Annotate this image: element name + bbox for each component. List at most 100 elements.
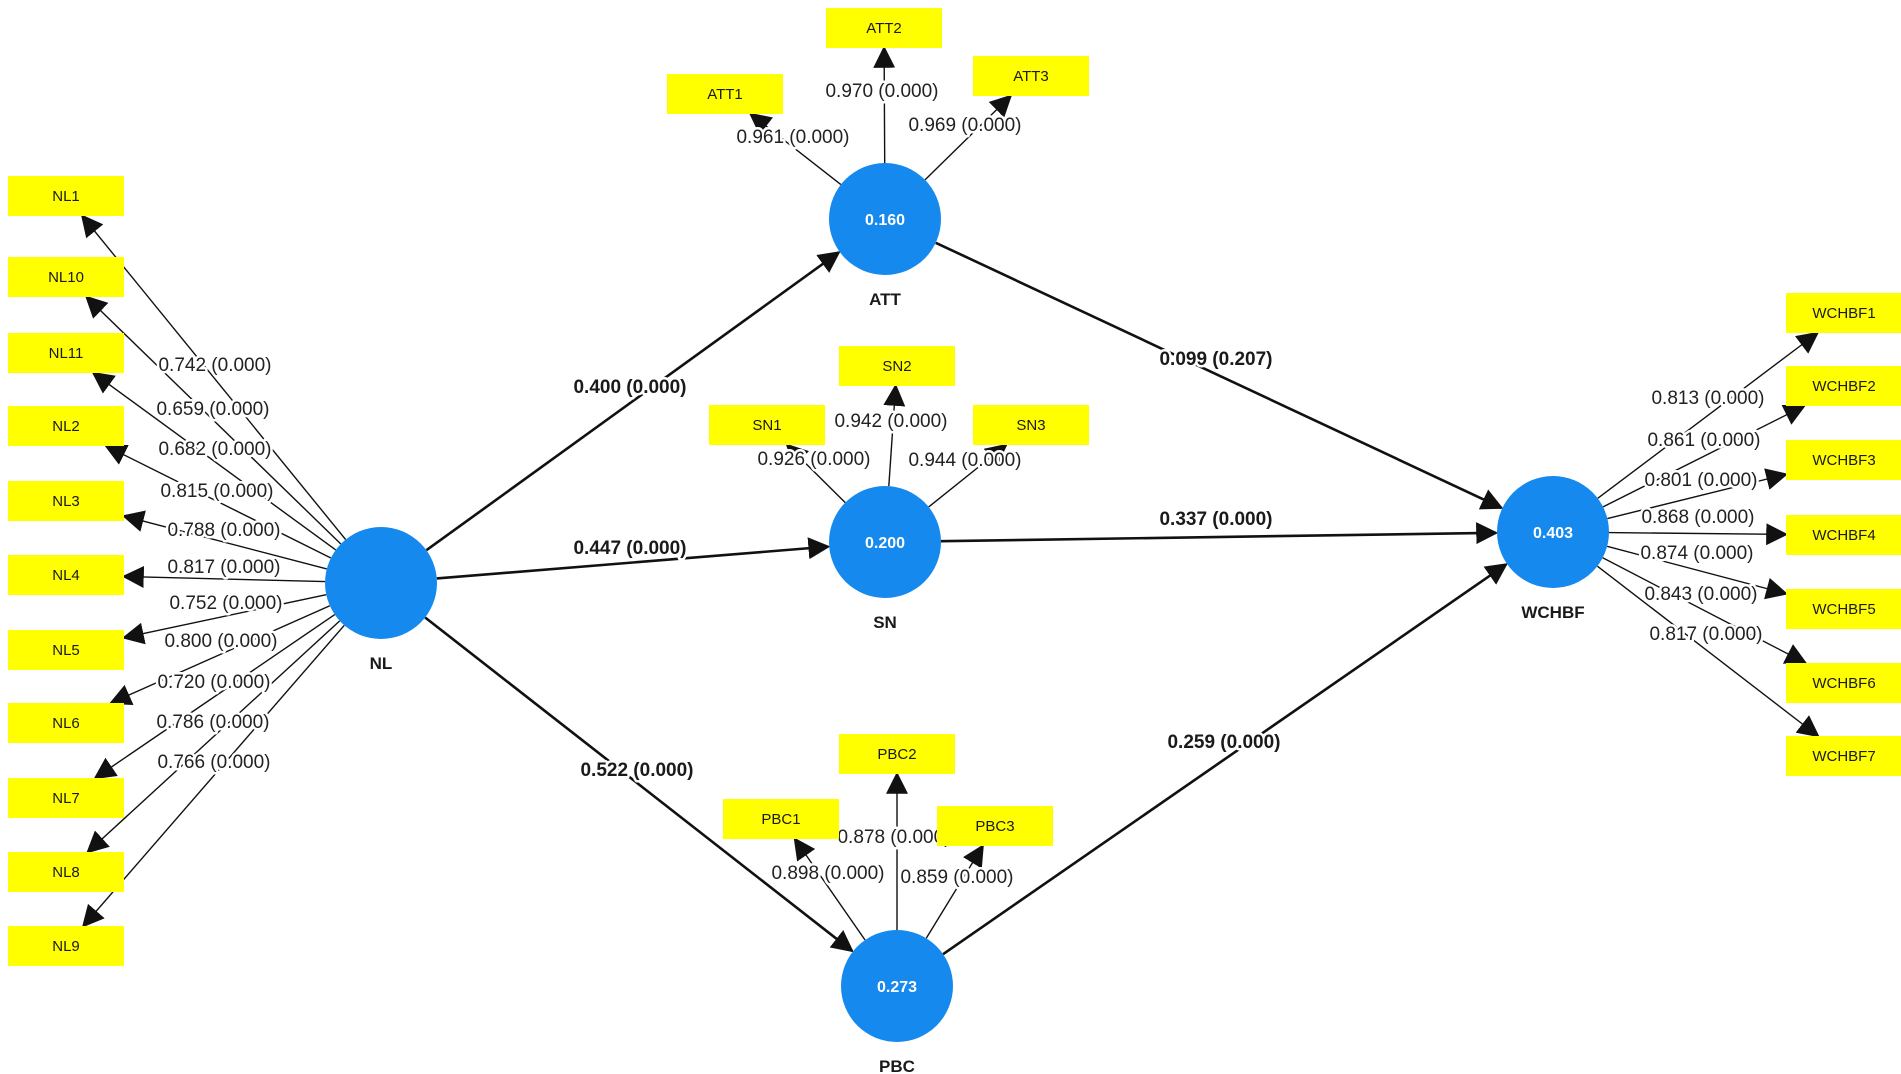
construct-r2-att: 0.160 [865, 212, 905, 229]
loading-label-nl1: 0.742 (0.000) [158, 355, 271, 376]
indicator-label-wchbf5: WCHBF5 [1812, 601, 1875, 618]
loading-label-nl5: 0.752 (0.000) [169, 593, 282, 614]
indicator-box-wchbf1[interactable] [1786, 293, 1901, 333]
loading-label-wchbf1: 0.813 (0.000) [1651, 388, 1764, 409]
path-arrow-pbc-to-wchbf [942, 563, 1508, 956]
indicator-box-nl1[interactable] [8, 176, 124, 216]
loading-label-nl2: 0.815 (0.000) [160, 481, 273, 502]
indicator-box-att1[interactable] [667, 74, 783, 114]
indicator-box-sn2[interactable] [839, 346, 955, 386]
construct-node-sn[interactable] [829, 486, 941, 598]
indicator-box-sn3[interactable] [973, 405, 1089, 445]
indicator-box-pbc2[interactable] [839, 734, 955, 774]
indicator-box-pbc3[interactable] [937, 806, 1053, 846]
indicator-box-att3[interactable] [973, 56, 1089, 96]
indicator-box-wchbf7[interactable] [1786, 736, 1901, 776]
path-arrow-nl-to-sn [436, 537, 831, 580]
construct-node-att[interactable] [829, 163, 941, 275]
loading-label-nl10: 0.659 (0.000) [156, 399, 269, 420]
loading-arrow-wchbf4 [1608, 523, 1789, 546]
indicator-layer: NL1NL10NL11NL2NL3NL4NL5NL6NL7NL8NL9ATT1A… [8, 8, 1901, 966]
indicator-label-wchbf6: WCHBF6 [1812, 675, 1875, 692]
loading-arrow-nl8 [86, 620, 341, 854]
loading-arrow-nl11 [91, 371, 337, 551]
path-coefficient-nl-to-att: 0.400 (0.000) [573, 377, 686, 398]
path-arrow-sn-to-wchbf [940, 522, 1499, 545]
connector-layer [80, 45, 1820, 956]
loading-label-wchbf3: 0.801 (0.000) [1644, 470, 1757, 491]
indicator-label-nl6: NL6 [52, 715, 80, 732]
indicator-box-nl6[interactable] [8, 703, 124, 743]
loading-arrow-sn2 [883, 383, 906, 487]
indicator-box-nl11[interactable] [8, 333, 124, 373]
loading-arrow-nl2 [104, 444, 332, 559]
indicator-box-nl3[interactable] [8, 481, 124, 521]
indicator-label-att1: ATT1 [707, 86, 743, 103]
path-coefficient-nl-to-sn: 0.447 (0.000) [573, 538, 686, 559]
indicator-box-wchbf3[interactable] [1786, 440, 1901, 480]
indicator-box-sn1[interactable] [709, 405, 825, 445]
construct-r2-sn: 0.200 [865, 535, 905, 552]
indicator-label-nl8: NL8 [52, 864, 80, 881]
loading-label-wchbf4: 0.868 (0.000) [1641, 507, 1754, 528]
indicator-box-nl4[interactable] [8, 555, 124, 595]
indicator-label-att3: ATT3 [1013, 68, 1049, 85]
indicator-label-wchbf7: WCHBF7 [1812, 748, 1875, 765]
loading-arrow-wchbf5 [1606, 545, 1789, 600]
loading-label-sn1: 0.926 (0.000) [757, 449, 870, 470]
path-arrow-nl-to-pbc [424, 616, 854, 953]
loading-arrow-pbc1 [793, 837, 866, 941]
loading-arrow-wchbf6 [1602, 557, 1808, 665]
loading-label-pbc3: 0.859 (0.000) [900, 867, 1013, 888]
loading-label-layer: 0.742 (0.000) 0.659 (0.000) 0.682 (0.000) 0… [154, 79, 1767, 891]
loading-label-wchbf6: 0.843 (0.000) [1644, 584, 1757, 605]
loading-arrow-nl4 [121, 565, 326, 588]
loading-arrow-nl9 [81, 624, 345, 928]
loading-label-att1: 0.961 (0.000) [736, 127, 849, 148]
indicator-label-nl7: NL7 [52, 790, 80, 807]
loading-arrow-wchbf2 [1602, 405, 1807, 508]
loading-label-nl9: 0.766 (0.000) [157, 752, 270, 773]
indicator-box-nl5[interactable] [8, 630, 124, 670]
loading-arrow-sn1 [785, 443, 846, 504]
construct-node-wchbf[interactable] [1497, 476, 1609, 588]
loading-label-att2: 0.970 (0.000) [825, 81, 938, 102]
indicator-box-pbc1[interactable] [723, 799, 839, 839]
indicator-box-nl9[interactable] [8, 926, 124, 966]
loading-label-nl3: 0.788 (0.000) [167, 520, 280, 541]
construct-r2-wchbf: 0.403 [1533, 525, 1573, 542]
indicator-box-nl2[interactable] [8, 406, 124, 446]
indicator-label-nl9: NL9 [52, 938, 80, 955]
indicator-box-wchbf5[interactable] [1786, 589, 1901, 629]
indicator-box-nl7[interactable] [8, 778, 124, 818]
loading-label-nl11: 0.682 (0.000) [158, 439, 271, 460]
loading-label-sn2: 0.942 (0.000) [834, 411, 947, 432]
indicator-label-pbc1: PBC1 [761, 811, 800, 828]
loading-label-att3: 0.969 (0.000) [908, 115, 1021, 136]
construct-name-sn: SN [873, 613, 897, 632]
construct-node-nl[interactable] [325, 527, 437, 639]
loading-label-wchbf7: 0.817 (0.000) [1649, 624, 1762, 645]
path-coefficient-pbc-to-wchbf: 0.259 (0.000) [1167, 732, 1280, 753]
indicator-label-wchbf2: WCHBF2 [1812, 378, 1875, 395]
indicator-box-wchbf2[interactable] [1786, 366, 1901, 406]
construct-node-pbc[interactable] [841, 930, 953, 1042]
loading-arrow-nl6 [108, 605, 331, 706]
path-coefficient-nl-to-pbc: 0.522 (0.000) [580, 760, 693, 781]
indicator-box-wchbf4[interactable] [1786, 515, 1901, 555]
indicator-label-nl2: NL2 [52, 418, 80, 435]
loading-label-nl7: 0.720 (0.000) [157, 672, 270, 693]
indicator-box-nl8[interactable] [8, 852, 124, 892]
construct-r2-pbc: 0.273 [877, 979, 917, 996]
indicator-box-nl10[interactable] [8, 257, 124, 297]
loading-label-pbc2: 0.878 (0.000) [837, 827, 950, 848]
indicator-label-nl10: NL10 [48, 269, 84, 286]
indicator-box-wchbf6[interactable] [1786, 663, 1901, 703]
loading-arrow-nl5 [121, 593, 327, 645]
indicator-box-att2[interactable] [826, 8, 942, 48]
indicator-label-nl3: NL3 [52, 493, 80, 510]
indicator-label-nl4: NL4 [52, 567, 80, 584]
loading-label-sn3: 0.944 (0.000) [908, 450, 1021, 471]
